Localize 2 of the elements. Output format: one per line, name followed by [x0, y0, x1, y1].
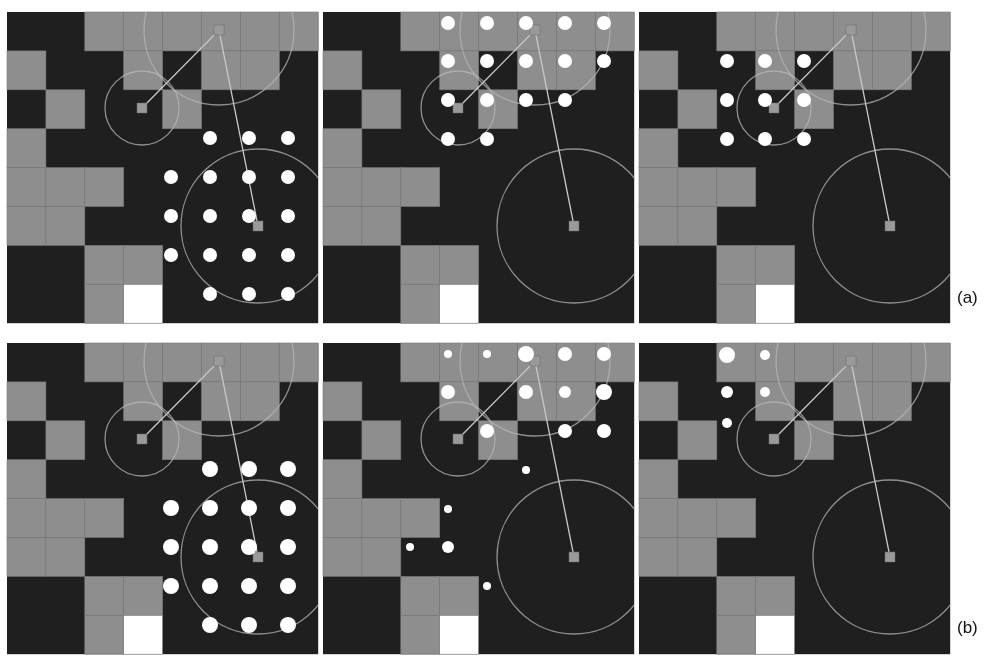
panel-label: (a): [957, 289, 978, 306]
panel-label: (b): [957, 619, 978, 636]
